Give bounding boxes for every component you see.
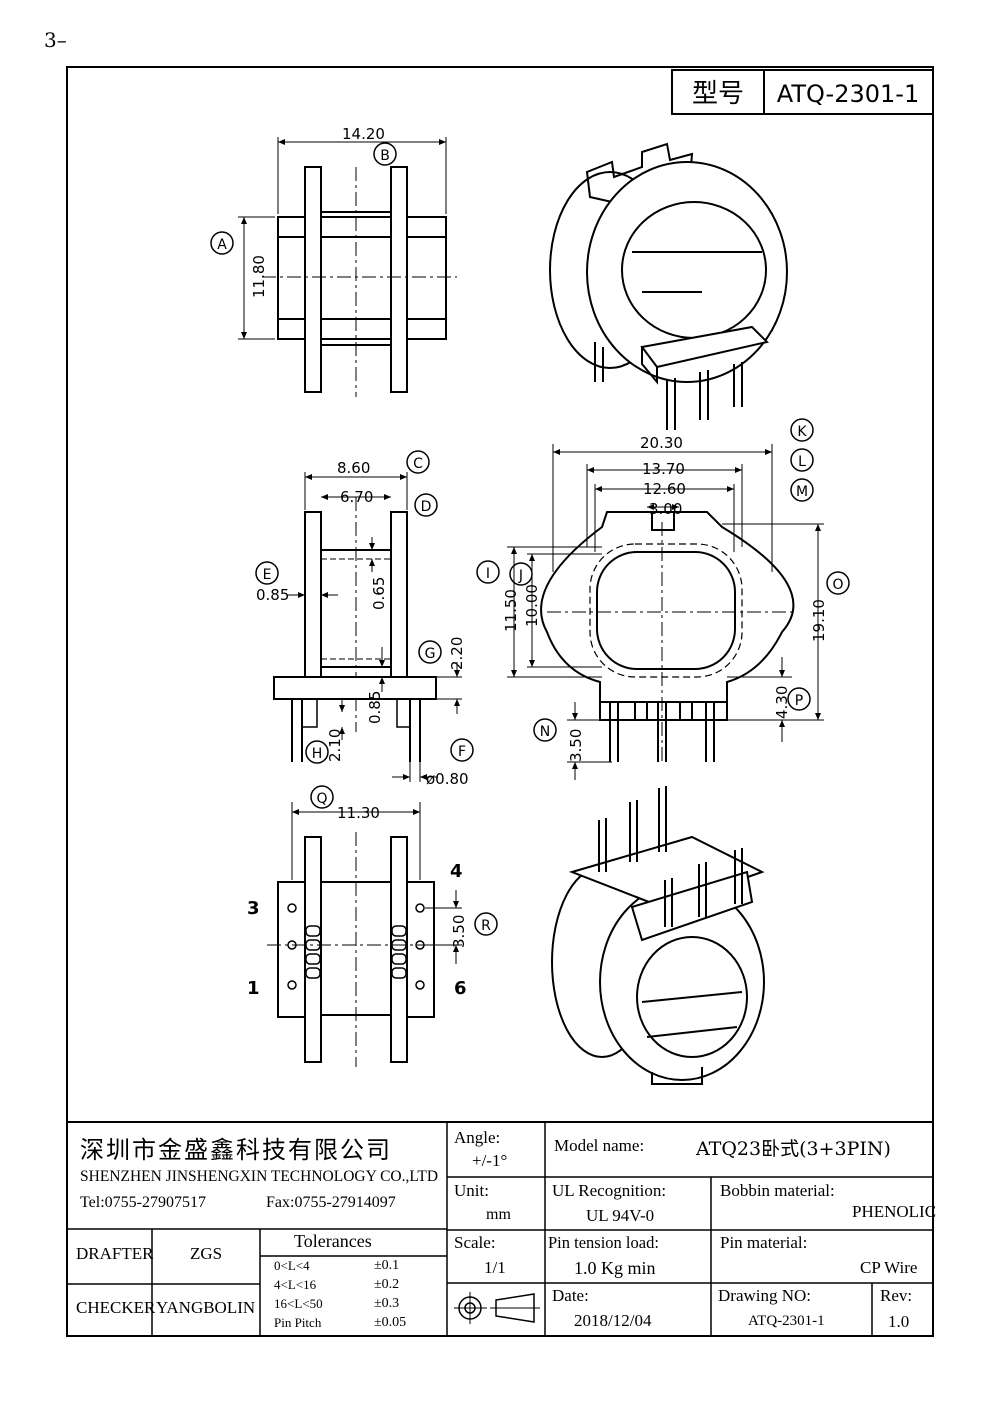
drawing-sheet: 型号 ATQ-2301-1 14.20 11.80 A B [66,66,937,1337]
tolerance-range-1: 0<L<4 [274,1258,310,1273]
dim-q: 11.30 [337,804,380,822]
label-a: A [217,237,227,253]
company-name-en: SHENZHEN JINSHENGXIN TECHNOLOGY CO.,LTD [80,1168,439,1185]
dim-k: 20.30 [640,434,683,452]
label-i: I [486,566,490,582]
pin-6: 6 [454,978,467,999]
dim-065: 0.65 [370,577,388,610]
bobbin-material-value: PHENOLIC [852,1202,937,1221]
drawing-no-value: ATQ-2301-1 [748,1313,825,1329]
dim-l: 13.70 [642,460,685,478]
tolerance-value-3: ±0.3 [374,1296,400,1311]
scale-label: Scale: [454,1233,496,1252]
drafter-name: ZGS [190,1244,223,1263]
dim-r: 3.50 [450,915,468,948]
pin-tension-label: Pin tension load: [548,1233,659,1252]
dim-n: 3.50 [567,729,585,762]
tolerance-value-4: ±0.05 [374,1315,407,1330]
dim-h: 2.10 [326,729,344,762]
pin-1: 1 [247,978,260,999]
pin-4: 4 [450,861,463,882]
model-label: 型号 [692,79,744,109]
dim-top-width: 14.20 [342,125,385,143]
unit-label: Unit: [454,1181,489,1200]
dim-o: 19.10 [810,599,828,642]
company-name-cn: 深圳市金盛鑫科技有限公司 [80,1136,392,1164]
isometric-view-top [549,142,788,430]
bobbin-material-label: Bobbin material: [720,1181,835,1200]
dim-m: 12.60 [643,480,686,498]
label-q: Q [316,791,327,807]
top-view: 14.20 11.80 A B [210,125,457,397]
label-k: K [797,424,807,440]
model-name-label: Model name: [554,1136,645,1155]
technical-drawing: 型号 ATQ-2301-1 14.20 11.80 A B [68,69,932,1335]
model-box: 型号 ATQ-2301-1 [671,69,932,115]
label-m: M [796,484,808,500]
tolerance-value-2: ±0.2 [374,1277,400,1292]
label-j: J [518,568,523,584]
checker-label: CHECKER [76,1298,156,1317]
label-o: O [832,577,843,593]
rev-label: Rev: [880,1286,913,1305]
tolerance-range-4: Pin Pitch [274,1315,322,1330]
dim-g: 2.20 [448,637,466,670]
checker-name: YANGBOLIN [156,1298,256,1317]
dim-e: 0.85 [256,586,289,604]
dim-085: 0.85 [366,691,384,724]
unit-value: mm [486,1206,511,1223]
label-h: H [312,746,323,762]
bottom-view: 11.30 Q 3.50 R 3 1 4 6 [247,785,498,1067]
isometric-view-bottom [551,786,765,1085]
model-name-value: ATQ23卧式(3+3PIN) [696,1138,891,1160]
rev-value: 1.0 [888,1312,910,1331]
corner-mark: 3– [44,28,67,52]
label-g: G [425,646,436,662]
label-c: C [413,456,423,472]
label-r: R [481,918,491,934]
angle-value: +/-1° [472,1151,508,1170]
label-f: F [458,744,466,760]
side-view: 8.60 6.70 C D 0.85 E 0.65 2.20 G 0.85 2.… [255,450,474,788]
tolerance-range-2: 4<L<16 [274,1277,317,1292]
label-n: N [540,724,550,740]
drafter-label: DRAFTER [76,1244,154,1263]
dim-m2: 3.00 [649,500,682,518]
model-value: ATQ-2301-1 [777,80,919,108]
pin-tension-value: 1.0 Kg min [574,1258,656,1278]
pin-3: 3 [247,898,260,919]
dim-p: 4.30 [773,686,791,719]
angle-label: Angle: [454,1128,501,1147]
label-b: B [380,148,390,164]
tolerances-label: Tolerances [294,1231,372,1251]
pin-material-value: CP Wire [860,1258,918,1277]
label-d: D [421,499,432,515]
date-value: 2018/12/04 [574,1311,652,1330]
label-p: P [795,693,803,709]
tolerance-range-3: 16<L<50 [274,1296,323,1311]
dim-top-height: 11.80 [250,255,268,298]
dim-c: 8.60 [337,459,370,477]
dim-d: 6.70 [340,488,373,506]
tolerance-value-1: ±0.1 [374,1258,400,1273]
drawing-no-label: Drawing NO: [718,1286,812,1305]
scale-value: 1/1 [484,1258,506,1277]
front-view: 20.30 13.70 12.60 3.00 K L M 11.50 10.00… [476,418,850,780]
title-block-grid [68,1121,932,1335]
company-fax: Fax:0755-27914097 [266,1194,396,1211]
pin-material-label: Pin material: [720,1233,808,1252]
label-e: E [263,567,272,583]
company-tel: Tel:0755-27907517 [80,1194,206,1211]
dim-f: ø0.80 [426,770,469,788]
ul-recognition-value: UL 94V-0 [586,1206,655,1225]
ul-recognition-label: UL Recognition: [552,1181,667,1200]
dim-i: 11.50 [502,589,520,632]
date-label: Date: [552,1286,589,1305]
label-l: L [798,454,806,470]
dim-j: 10.00 [523,584,541,627]
